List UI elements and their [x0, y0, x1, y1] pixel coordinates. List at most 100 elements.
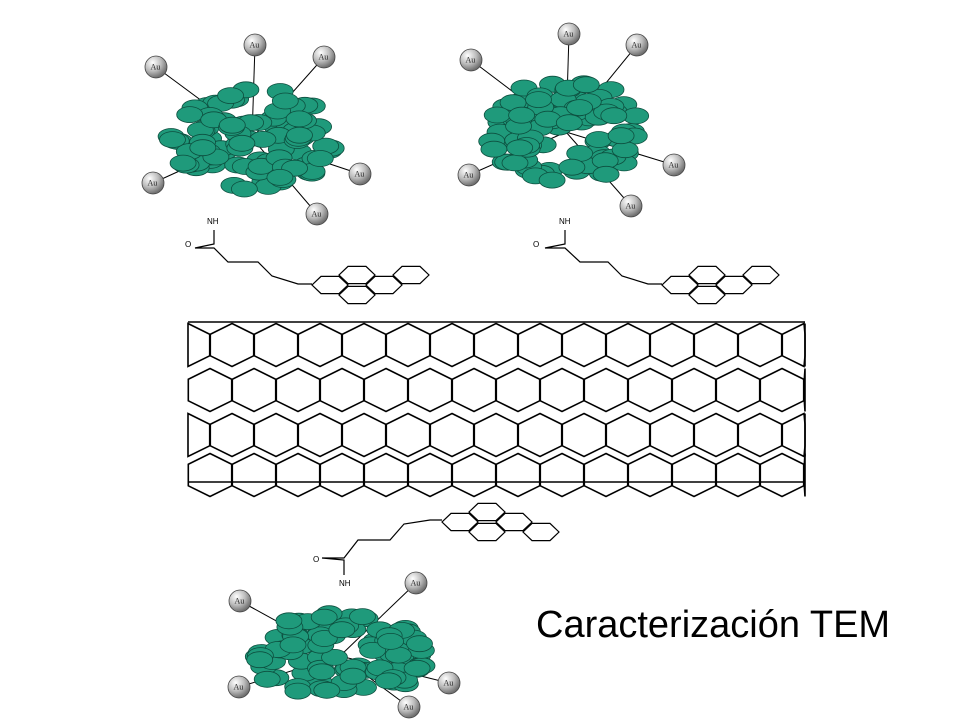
lattice-hexagon: [385, 412, 431, 458]
aromatic-ring: [338, 265, 376, 285]
alkyl-chain: [194, 230, 312, 285]
cluster-grain: [403, 659, 431, 677]
cluster-grain: [286, 126, 313, 144]
cluster-grain: [508, 106, 535, 124]
lattice-hexagon: [429, 322, 475, 368]
lattice-hexagon: [583, 452, 629, 498]
lattice-hexagon: [319, 367, 365, 413]
aromatic-ring: [468, 522, 506, 542]
aromatic-ring: [392, 265, 430, 285]
sphere-icon: [619, 194, 643, 218]
pyrene-linker-right: NH O: [533, 217, 780, 305]
sphere-icon: [437, 671, 461, 695]
cluster-grain: [321, 649, 348, 666]
cluster-grain: [308, 663, 336, 681]
gold-atom-sphere: Au: [312, 45, 336, 69]
aromatic-ring: [742, 265, 780, 285]
cluster-grain: [169, 154, 197, 172]
cluster-grain: [313, 681, 341, 699]
lattice-hexagon: [319, 452, 365, 498]
lattice-hexagon: [473, 322, 519, 368]
lattice-hexagon: [561, 412, 607, 458]
sphere-icon: [457, 163, 481, 187]
lattice-hexagon: [253, 412, 299, 458]
caption-title: Caracterización TEM: [536, 604, 891, 646]
cluster-grain: [558, 158, 586, 176]
nh-label-right: NH: [559, 217, 571, 226]
lattice-hexagon: [341, 322, 387, 368]
gold-atom-label: Au: [632, 41, 642, 50]
cluster-grain: [339, 667, 367, 685]
lattice-hexagon: [671, 367, 717, 413]
lattice-hexagon: [231, 367, 277, 413]
aromatic-ring: [441, 512, 479, 532]
lattice-hexagon: [407, 367, 453, 413]
gold-atom-label: Au: [312, 210, 322, 219]
cluster-grain: [406, 635, 433, 653]
o-label-bottom: O: [313, 555, 319, 564]
pyrene-linker-bottom: NH O: [313, 502, 560, 588]
gold-atom-label: Au: [234, 683, 244, 692]
cluster-grain: [159, 131, 186, 149]
cluster-grain: [285, 110, 313, 128]
cluster-grain: [176, 106, 204, 123]
lattice-hexagon: [495, 452, 541, 498]
cluster-grain: [506, 139, 534, 157]
gold-atom-sphere: Au: [662, 153, 686, 177]
sphere-icon: [404, 571, 428, 595]
lattice-hexagon: [693, 322, 739, 368]
cluster-grain: [377, 633, 405, 650]
gold-atom-label: Au: [250, 41, 260, 50]
cluster-grain: [585, 131, 613, 148]
lattice-hexagon: [781, 322, 806, 368]
gold-atom-sphere: Au: [619, 194, 643, 218]
gold-atom-sphere: Au: [437, 671, 461, 695]
lattice-hexagon: [561, 322, 607, 368]
lattice-hexagon: [253, 322, 299, 368]
cluster-grain: [607, 127, 635, 145]
lattice-hexagon: [209, 322, 255, 368]
lattice-hexagon: [715, 367, 761, 413]
gold-atom-sphere: Au: [243, 33, 267, 57]
cluster-grain: [611, 141, 639, 159]
lattice-hexagon: [451, 452, 497, 498]
lattice-hexagon: [209, 412, 255, 458]
lattice-hexagon: [429, 412, 475, 458]
o-label-right: O: [533, 240, 539, 249]
gold-atom-sphere: Au: [305, 202, 329, 226]
cluster-grain: [275, 612, 303, 630]
lattice-hexagon: [275, 367, 321, 413]
gold-atom-sphere: Au: [625, 33, 649, 57]
pyrene-linker-left: NH O: [185, 217, 430, 305]
lattice-hexagon: [341, 412, 387, 458]
aromatic-ring: [715, 275, 753, 295]
cluster-grain: [284, 682, 312, 700]
cluster-grain: [189, 139, 217, 157]
cluster-grain: [266, 168, 294, 186]
cluster-grain: [246, 651, 274, 669]
lattice-hexagon: [649, 412, 695, 458]
cluster-grain: [592, 165, 620, 183]
lattice-hexagon: [737, 412, 783, 458]
gold-atom-sphere: Au: [457, 163, 481, 187]
lattice-hexagon: [803, 453, 806, 497]
cluster-grain: [271, 92, 299, 110]
aromatic-ring: [338, 285, 376, 305]
lattice-hexagon: [407, 452, 453, 498]
sphere-icon: [625, 33, 649, 57]
cluster-grain: [538, 171, 566, 189]
lattice-hexagon: [583, 367, 629, 413]
cluster-grain: [349, 608, 376, 625]
sphere-icon: [227, 675, 251, 699]
cluster-grain: [253, 670, 281, 688]
lattice-hexagon: [759, 367, 805, 413]
gold-atom-label: Au: [151, 63, 161, 72]
lattice-hexagon: [671, 452, 717, 498]
sphere-icon: [141, 171, 165, 195]
gold-atom-sphere: Au: [557, 22, 581, 46]
cluster-grain: [310, 608, 338, 626]
gold-atom-label: Au: [319, 53, 329, 62]
